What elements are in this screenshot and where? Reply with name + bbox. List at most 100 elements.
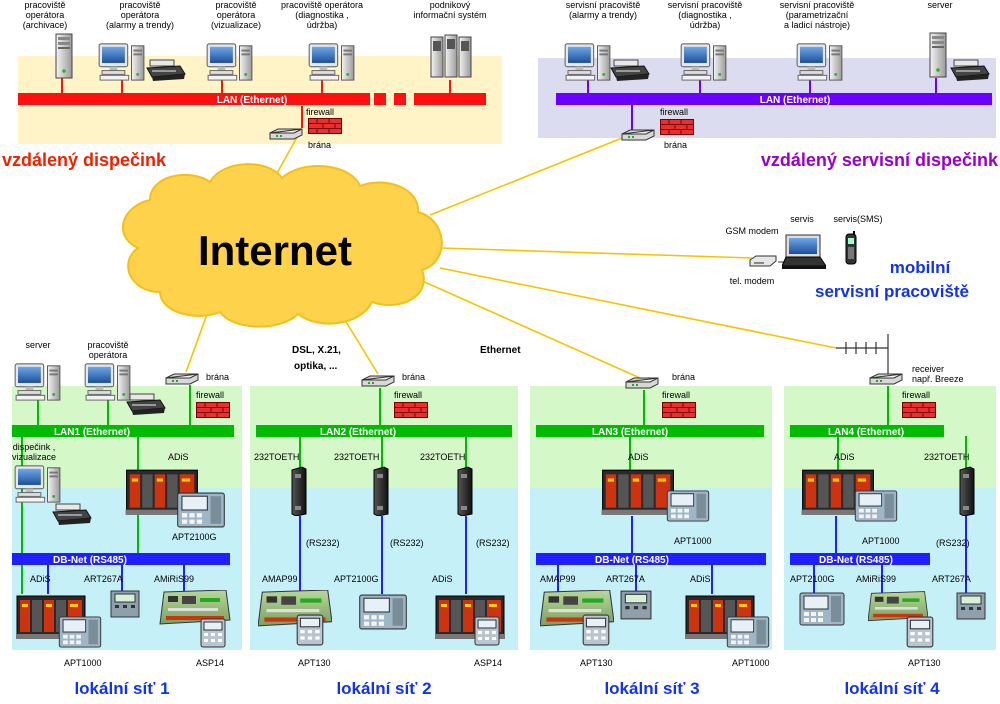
station-label: server: [927, 0, 952, 10]
lan-bus-label: LAN2 (Ethernet): [320, 427, 396, 438]
converter-icon: [291, 466, 307, 516]
station-label: (parametrizační: [786, 10, 849, 20]
sms-label: servis(SMS): [834, 214, 883, 224]
device-label: AMAP99: [540, 574, 576, 584]
apt130-panel-icon: [296, 614, 324, 646]
station-label: (diagnostika ,: [295, 10, 349, 20]
firewall-label: firewall: [660, 107, 688, 117]
station-label: operátora: [26, 10, 65, 20]
dbnet-label: DB-Net (RS485): [53, 555, 127, 566]
network-title: lokální síť 4: [844, 679, 940, 698]
rs232-label: (RS232): [476, 538, 510, 548]
lan-bus: [256, 425, 512, 437]
lan-bus-label: LAN (Ethernet): [217, 95, 288, 106]
lan-bus-label: LAN1 (Ethernet): [54, 427, 130, 438]
section-title: vzdálený servisní dispečink: [761, 150, 999, 170]
apt1000-panel-icon: [666, 490, 710, 522]
link-remote-service: [429, 133, 633, 216]
lan-bus-label: LAN3 (Ethernet): [592, 427, 668, 438]
firewall-icon: [662, 402, 696, 418]
link-lan1: [185, 305, 211, 373]
firewall-icon: [394, 402, 428, 418]
service-workstation-icon: [796, 43, 843, 81]
dbnet-bus: [12, 553, 230, 565]
converter-icon: [373, 466, 389, 516]
apt-label: APT1000: [674, 536, 712, 546]
gateway-label: brána: [206, 372, 229, 382]
station-label: údržba): [690, 20, 721, 30]
station-label: servisní pracoviště: [780, 0, 855, 10]
operator-label: pracoviště: [87, 340, 128, 350]
laptop-icon: [782, 234, 826, 270]
device-label: AMiRiS99: [154, 574, 194, 584]
network-title: lokální síť 3: [604, 679, 699, 698]
station-label: pracoviště: [119, 0, 160, 10]
apt1000-panel-icon: [58, 616, 102, 648]
local-network-4: receiver např. Breeze firewall LAN4 (Eth…: [790, 334, 986, 698]
connection-optika: optika, ...: [294, 361, 338, 372]
connection-dsl: DSL, X.21,: [292, 345, 341, 356]
servis-label: servis: [790, 214, 814, 224]
asp14-panel-icon: [200, 618, 226, 648]
converter-label: 232TOETH: [924, 452, 969, 462]
device-label: ADiS: [30, 574, 51, 584]
rs232-label: (RS232): [306, 538, 340, 548]
link-lan4: [439, 267, 837, 349]
internet-links: [185, 131, 837, 379]
link-lan2: [339, 311, 379, 375]
apt2100g-panel-icon: [799, 592, 845, 626]
apt-label: APT1000: [862, 536, 900, 546]
firewall-icon: [196, 402, 230, 418]
device-label: ART267A: [606, 574, 645, 584]
adis-plc-icon: [600, 469, 676, 516]
workstation-icon: [308, 43, 355, 81]
apt1000-panel-icon: [726, 616, 770, 648]
lan-bus: [12, 425, 234, 437]
server-label: server: [25, 340, 50, 350]
lan-bus-dash: [374, 93, 386, 105]
converter-label: 232TOETH: [254, 452, 299, 462]
station-label: pracoviště: [215, 0, 256, 10]
station-label: pracoviště operátora: [281, 0, 363, 10]
apt1000-panel-icon: [854, 490, 898, 522]
tel-label: tel. modem: [730, 276, 775, 286]
art267a-icon: [956, 592, 986, 620]
mobile-phone-icon: [845, 230, 857, 265]
amiris99-board-icon: [868, 591, 928, 622]
network-title: lokální síť 2: [336, 679, 431, 698]
service-workstation-icon: [680, 43, 727, 81]
station-label: údržba): [307, 20, 338, 30]
bottom-label: ASP14: [474, 658, 502, 668]
gateway-label: např. Breeze: [912, 374, 964, 384]
local-network-2: brána firewall LAN2 (Ethernet) 232TOETH …: [254, 372, 512, 698]
local-network-3: brána firewall LAN3 (Ethernet) ADiS APT1…: [536, 372, 770, 698]
station-label: operátora: [217, 10, 256, 20]
server-workstation-icon: [14, 363, 61, 401]
bottom-label: APT1000: [64, 658, 102, 668]
apt-label: APT2100G: [172, 532, 217, 542]
service-workstation-icon: [564, 43, 611, 81]
antenna-icon: [836, 334, 889, 374]
device-label: AMAP99: [262, 574, 298, 584]
converter-icon: [457, 466, 473, 516]
station-label: pracoviště: [24, 0, 65, 10]
station-label: (diagnostika ,: [678, 10, 732, 20]
adis-label: ADiS: [628, 452, 649, 462]
dispatch-workstation-icon: [14, 465, 61, 503]
adis-label: ADiS: [168, 452, 189, 462]
gateway-label: brána: [308, 140, 331, 150]
remote-dispatch: pracoviště operátora (archivace) pracovi…: [2, 0, 487, 170]
lan-bus: [790, 425, 944, 437]
firewall-icon: [660, 119, 694, 135]
local-network-1: server pracoviště operátora brána firewa…: [12, 340, 234, 698]
device-label: AMiRiS99: [856, 574, 896, 584]
firewall-icon: [308, 118, 342, 134]
lan-bus: [536, 425, 764, 437]
dispatch-label: dispečink ,: [13, 442, 56, 452]
lan-bus-label: LAN4 (Ethernet): [828, 427, 904, 438]
station-label: podnikový: [430, 0, 471, 10]
gateway-label: receiver: [912, 364, 944, 374]
workstation-icon: [98, 43, 145, 81]
operator-label: operátora: [89, 350, 128, 360]
